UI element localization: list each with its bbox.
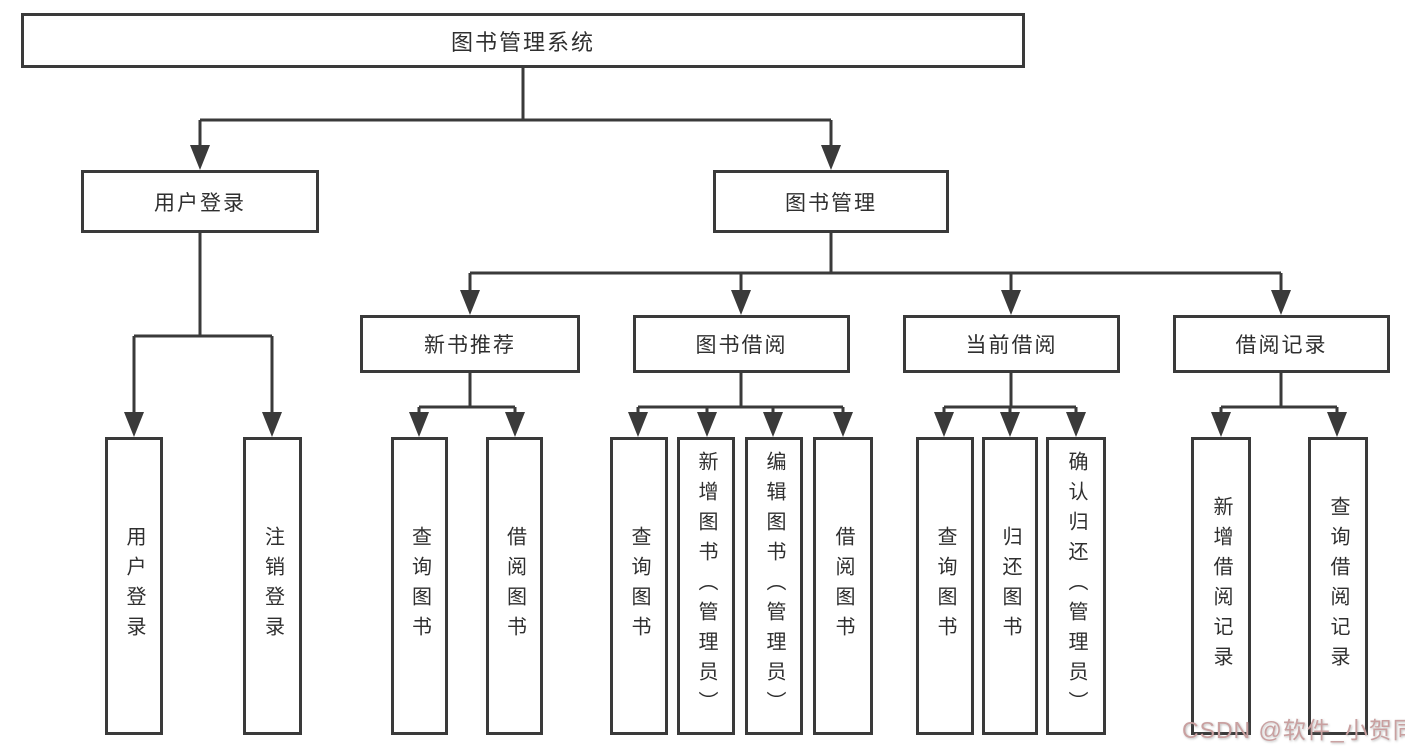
leaf-query-books-borrowing: 查询图书 xyxy=(610,437,668,735)
leaf-logout-login: 注销登录 xyxy=(243,437,302,735)
leaf-label: 借阅图书 xyxy=(503,526,526,646)
node-label: 用户登录 xyxy=(154,191,246,215)
leaf-label: 用户登录 xyxy=(123,526,145,646)
node-book-borrowing: 图书借阅 xyxy=(633,315,850,373)
node-label: 图书借阅 xyxy=(695,334,788,357)
leaf-label: 注销登录 xyxy=(261,526,284,646)
node-label: 图书管理 xyxy=(785,191,877,215)
node-new-book-recommendation: 新书推荐 xyxy=(360,315,580,373)
leaf-label: 查询借阅记录 xyxy=(1327,496,1349,676)
node-current-borrowing: 当前借阅 xyxy=(903,315,1120,373)
node-label: 当前借阅 xyxy=(965,334,1058,357)
leaf-borrow-books-borrowing: 借阅图书 xyxy=(813,437,873,735)
leaf-query-books-recommend: 查询图书 xyxy=(391,437,448,735)
leaf-borrow-books-recommend: 借阅图书 xyxy=(486,437,543,735)
leaf-label: 查询图书 xyxy=(934,526,956,646)
leaf-label: 编辑图书（管理员） xyxy=(763,451,785,721)
node-book-management: 图书管理 xyxy=(713,170,949,233)
node-user-login: 用户登录 xyxy=(81,170,319,233)
leaf-confirm-return-admin: 确认归还（管理员） xyxy=(1046,437,1106,735)
leaf-label: 新增借阅记录 xyxy=(1210,496,1232,676)
node-library-management-system: 图书管理系统 xyxy=(21,13,1025,68)
node-label: 图书管理系统 xyxy=(450,29,595,55)
node-label: 新书推荐 xyxy=(424,334,516,357)
leaf-add-books-admin: 新增图书（管理员） xyxy=(677,437,735,735)
leaf-edit-books-admin: 编辑图书（管理员） xyxy=(745,437,803,735)
leaf-query-books-current: 查询图书 xyxy=(916,437,974,735)
leaf-label: 确认归还（管理员） xyxy=(1065,451,1087,721)
leaf-user-login: 用户登录 xyxy=(105,437,163,735)
csdn-watermark: CSDN @软件_小贺同学 xyxy=(1182,717,1405,743)
node-borrowing-records: 借阅记录 xyxy=(1173,315,1390,373)
leaf-return-books: 归还图书 xyxy=(982,437,1038,735)
leaf-label: 归还图书 xyxy=(999,526,1021,646)
leaf-label: 借阅图书 xyxy=(832,526,854,646)
leaf-query-borrow-record: 查询借阅记录 xyxy=(1308,437,1368,735)
leaf-label: 新增图书（管理员） xyxy=(695,451,717,721)
leaf-add-borrow-record: 新增借阅记录 xyxy=(1191,437,1251,735)
leaf-label: 查询图书 xyxy=(628,526,650,646)
node-label: 借阅记录 xyxy=(1235,334,1328,357)
leaf-label: 查询图书 xyxy=(408,526,431,646)
